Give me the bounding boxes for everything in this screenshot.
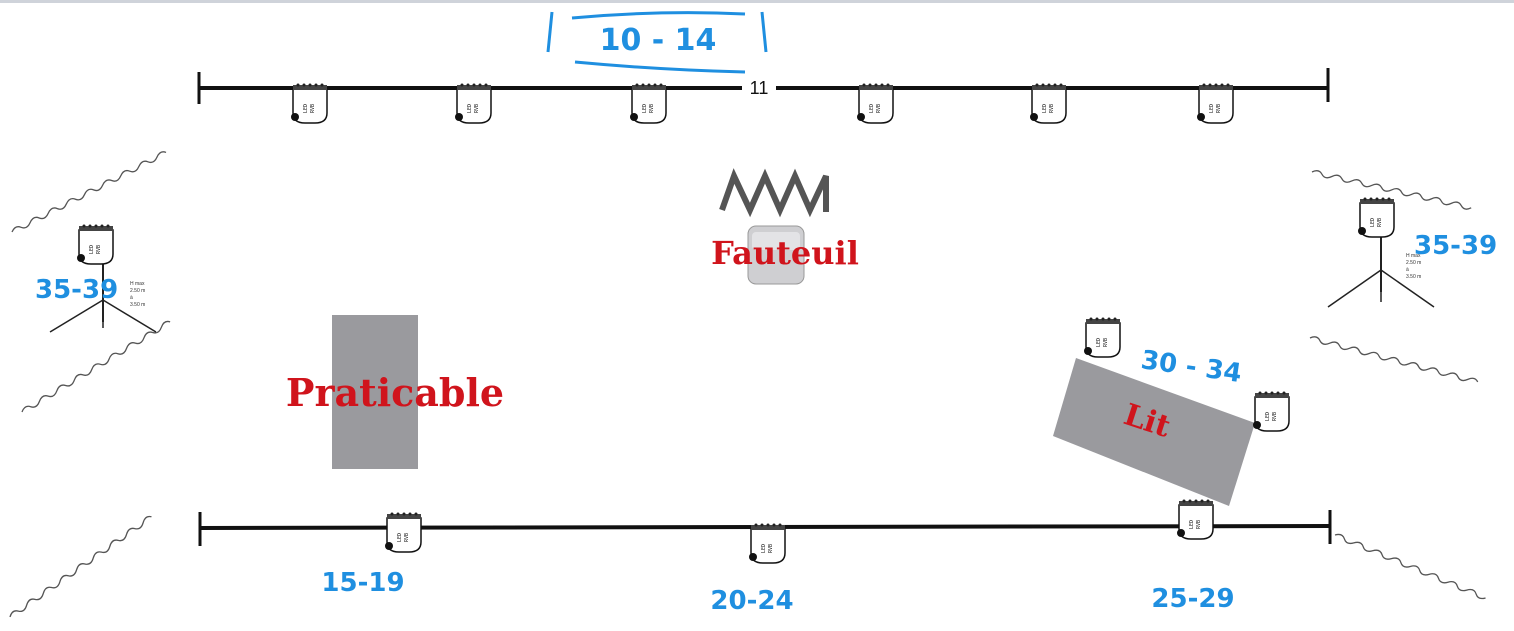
svg-text:RVB: RVB [649, 104, 655, 113]
group-label-bottom-center: 20-24 [710, 586, 793, 616]
svg-text:3.50 m: 3.50 m [130, 302, 145, 308]
svg-text:H max: H max [130, 281, 145, 287]
armchair-label: Fauteuil [711, 234, 859, 272]
bed-prop: Lit [1053, 358, 1255, 506]
svg-text:RVB: RVB [1049, 104, 1055, 113]
svg-text:à: à [1406, 267, 1409, 273]
svg-text:RVB: RVB [1196, 520, 1202, 529]
svg-text:LED: LED [1042, 104, 1048, 113]
led-fixture: LED RVB [1357, 196, 1395, 238]
svg-text:LED: LED [1096, 338, 1102, 347]
svg-text:LED: LED [1189, 520, 1195, 529]
svg-text:LED: LED [303, 104, 309, 113]
led-fixture: LED RVB [454, 82, 492, 124]
led-fixture: LED RVB [1029, 82, 1067, 124]
platform-label: Praticable [286, 370, 504, 415]
group-label-left-stand: 35-39 [35, 275, 118, 305]
led-fixture: LED RVB [384, 511, 422, 553]
group-label-bottom-right: 25-29 [1151, 584, 1234, 614]
curtain-left-mid [21, 320, 171, 413]
led-fixture: LED RVB [76, 223, 114, 265]
curtain-right-bottom [1334, 533, 1486, 600]
svg-text:LED: LED [397, 533, 403, 542]
led-fixture: LED RVB [1252, 390, 1290, 432]
group-label-right-stand: 35-39 [1414, 231, 1497, 261]
led-fixture: LED RVB [290, 82, 328, 124]
curtain-left-top [11, 151, 167, 233]
platform-prop: Praticable [286, 315, 504, 469]
armchair-prop: Fauteuil [711, 168, 859, 285]
led-fixture: LED RVB [748, 522, 786, 564]
svg-text:3.50 m: 3.50 m [1406, 274, 1421, 280]
svg-text:LED: LED [761, 544, 767, 553]
lighting-stand-left: H max 2.50 m à 3.50 m [49, 262, 157, 333]
svg-text:RVB: RVB [1272, 412, 1278, 421]
curtain-right-mid [1309, 336, 1479, 383]
svg-text:RVB: RVB [1377, 218, 1383, 227]
group-label-bed: 30 - 34 [1139, 345, 1243, 389]
svg-text:RVB: RVB [1216, 104, 1222, 113]
lighting-stand-right: H max 2.50 m à 3.50 m [1327, 232, 1435, 308]
svg-text:RVB: RVB [96, 245, 102, 254]
svg-text:RVB: RVB [768, 544, 774, 553]
top-truss: 11 [197, 68, 1330, 104]
led-fixture: LED RVB [856, 82, 894, 124]
svg-text:2.50 m: 2.50 m [130, 288, 145, 294]
scan-edge [0, 0, 1514, 3]
svg-text:RVB: RVB [310, 104, 316, 113]
svg-text:LED: LED [869, 104, 875, 113]
svg-text:H max: H max [1406, 253, 1421, 259]
svg-text:à: à [130, 295, 133, 301]
curtain-right-top [1311, 170, 1472, 210]
svg-text:RVB: RVB [1103, 338, 1109, 347]
led-fixture: LED RVB [1083, 316, 1121, 358]
led-fixture: LED RVB [1176, 498, 1214, 540]
svg-text:LED: LED [1209, 104, 1215, 113]
group-label-bottom-left: 15-19 [321, 568, 404, 598]
svg-text:RVB: RVB [404, 533, 410, 542]
svg-text:LED: LED [467, 104, 473, 113]
svg-text:LED: LED [89, 245, 95, 254]
led-fixture: LED RVB [1196, 82, 1234, 124]
svg-text:LED: LED [1265, 412, 1271, 421]
svg-text:LED: LED [642, 104, 648, 113]
top-group-label: 10 - 14 [546, 11, 768, 74]
svg-text:LED: LED [1370, 218, 1376, 227]
curtain-left-bottom [9, 515, 152, 618]
led-fixture: LED RVB [629, 82, 667, 124]
truss-number: 11 [750, 78, 769, 98]
svg-text:RVB: RVB [474, 104, 480, 113]
top-group-text: 10 - 14 [600, 23, 717, 58]
svg-text:2.50 m: 2.50 m [1406, 260, 1421, 266]
svg-text:RVB: RVB [876, 104, 882, 113]
